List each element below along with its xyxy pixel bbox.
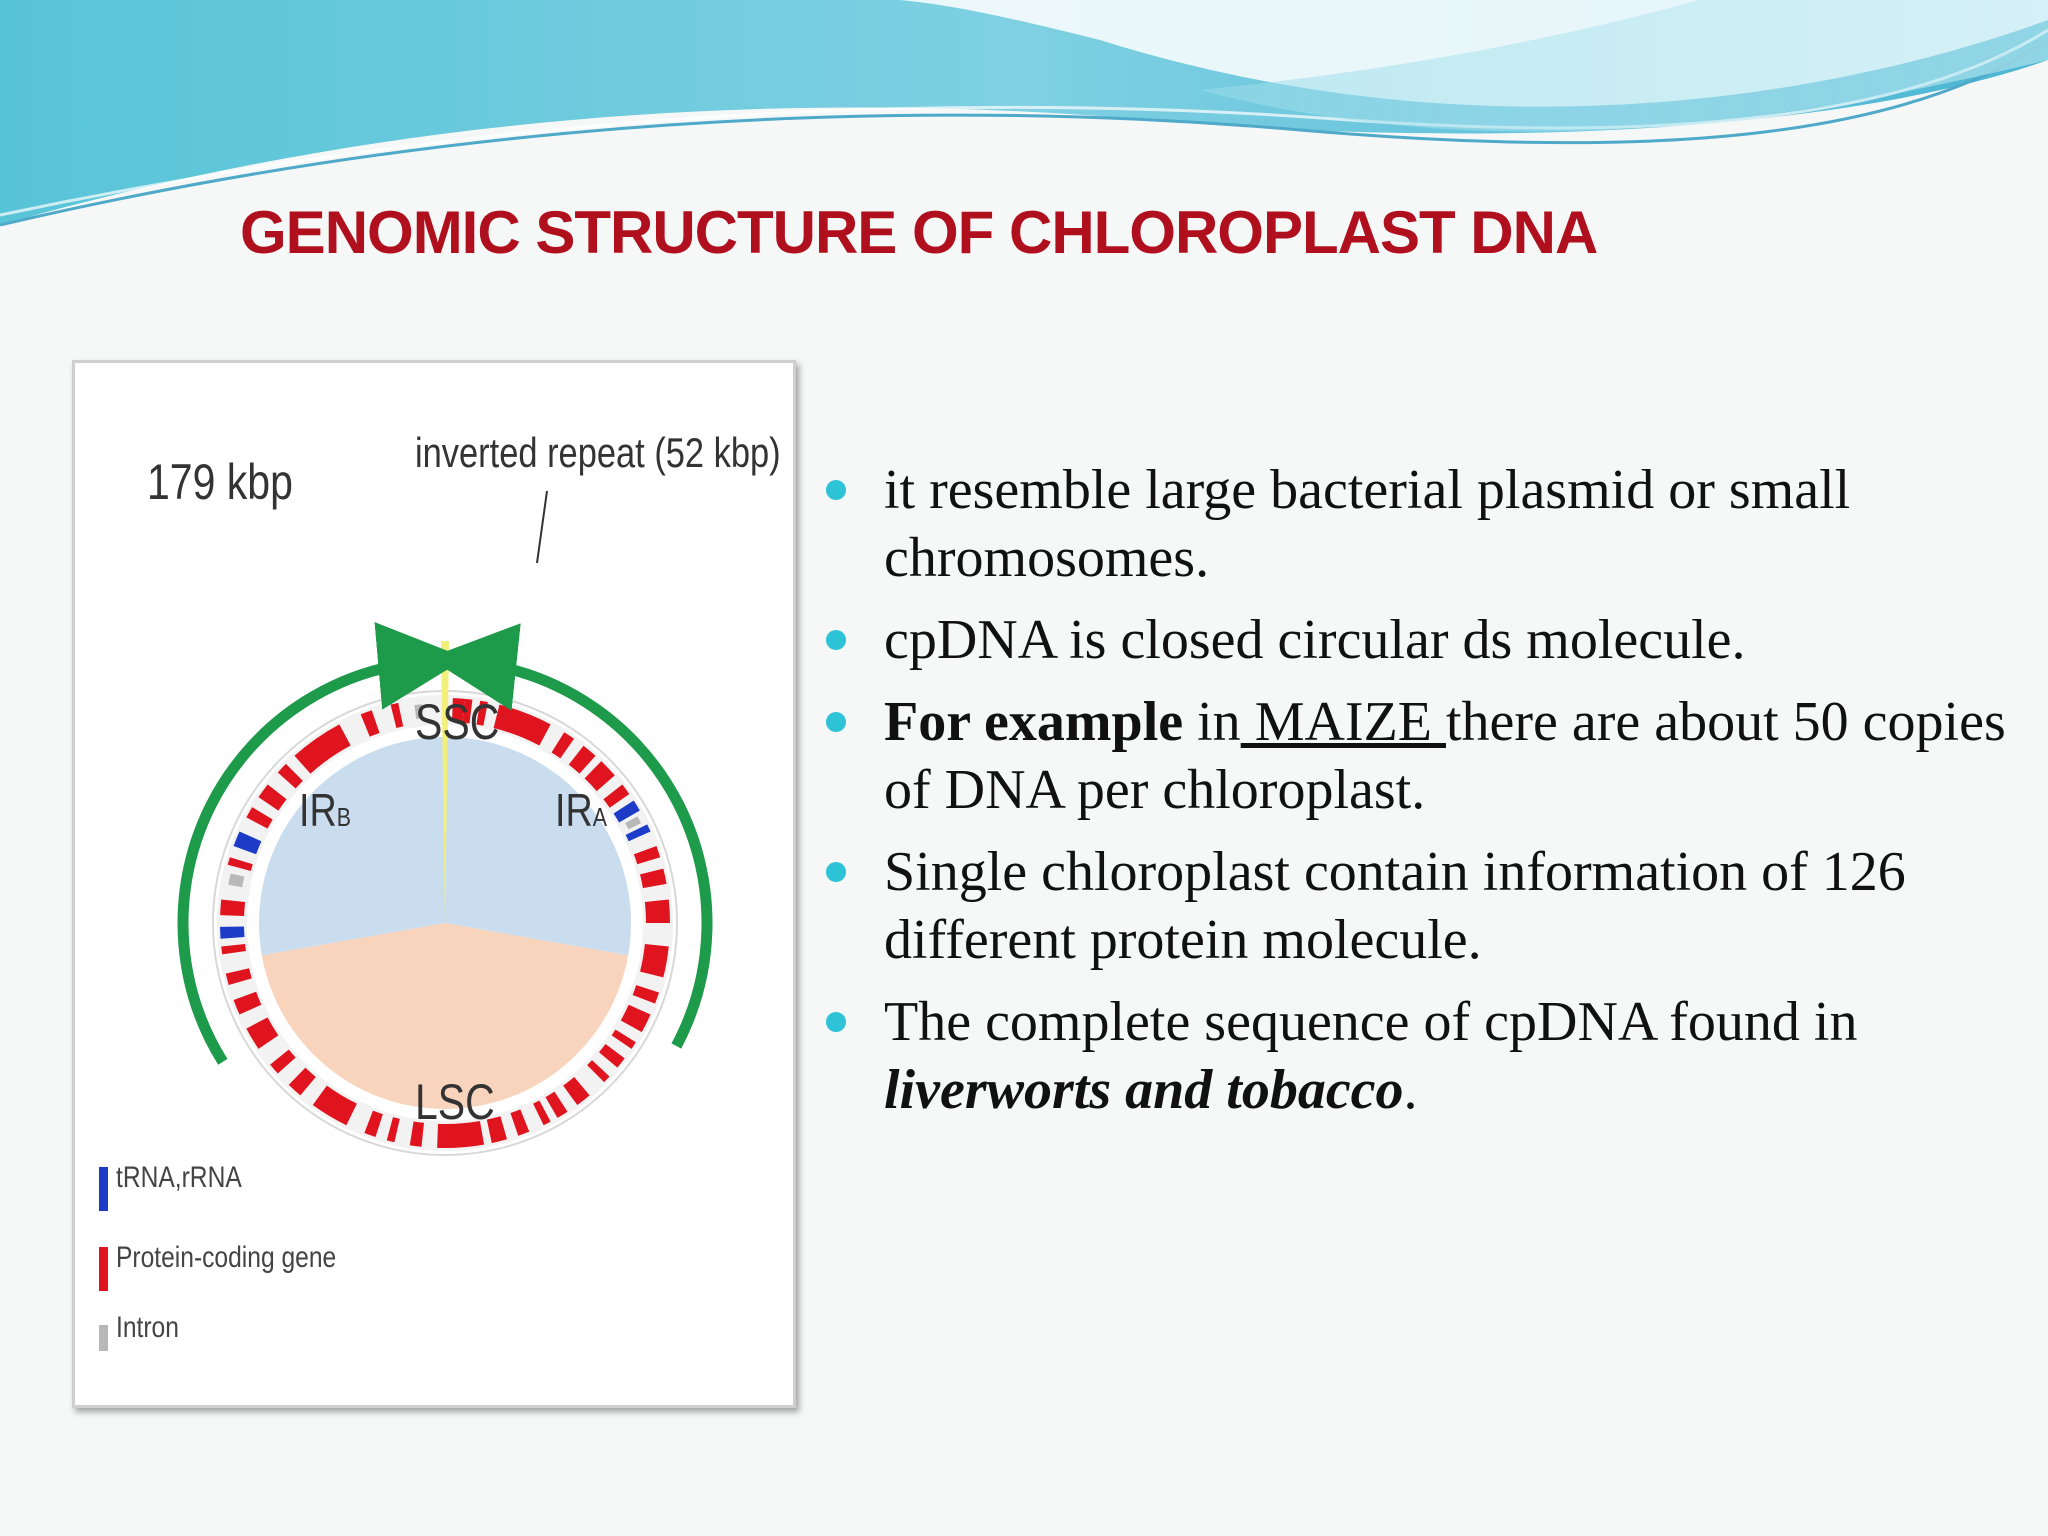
genome-size-label: 179 kbp: [147, 454, 293, 510]
bullet-item: cpDNA is closed circular ds molecule.: [826, 606, 2026, 674]
gene-mark: [220, 899, 246, 917]
bullet-icon: [826, 630, 846, 650]
legend-protein-coding: Protein-coding gene: [99, 1241, 385, 1291]
gene-mark: [227, 857, 253, 872]
bullet-icon: [826, 1012, 846, 1032]
genome-map-diagram: [177, 490, 713, 1156]
gene-mark: [603, 784, 630, 808]
gene-mark: [360, 710, 380, 737]
gene-mark: [625, 816, 642, 830]
gene-marks: [220, 698, 670, 1148]
maize-term: MAIZE: [1240, 691, 1446, 753]
gene-mark: [510, 1109, 530, 1136]
gene-mark: [625, 824, 651, 842]
ssc-label: SSC: [415, 694, 500, 750]
gene-mark: [545, 1091, 568, 1118]
gene-mark: [640, 868, 667, 889]
bullet-item: Single chloroplast contain information o…: [826, 838, 2026, 974]
bullet-item: it resemble large bacterial plasmid or s…: [826, 456, 2026, 592]
blue-bar-icon: [99, 1167, 108, 1211]
bullet-item: For example in MAIZE there are about 50 …: [826, 688, 2026, 824]
gene-mark: [288, 1067, 316, 1096]
gene-mark: [228, 873, 245, 888]
gene-mark: [409, 1121, 425, 1147]
gene-mark: [620, 1004, 651, 1033]
background-waves: [0, 0, 2048, 227]
gene-mark: [258, 784, 287, 811]
irb-label: IRB: [299, 784, 351, 836]
inverted-repeat-pointer: [536, 490, 548, 564]
gene-mark: [493, 704, 551, 746]
slide-title: GENOMIC STRUCTURE OF CHLOROPLAST DNA: [240, 199, 1598, 266]
gene-mark: [584, 761, 615, 792]
lsc-label: LSC: [415, 1074, 495, 1130]
gene-mark: [476, 700, 488, 726]
gene-mark: [277, 763, 303, 789]
gene-mark: [386, 1117, 400, 1143]
gene-mark: [233, 831, 262, 855]
legend-trna-rrna: tRNA,rRNA: [99, 1161, 269, 1211]
bullet-icon: [826, 712, 846, 732]
lsc-sector: [261, 923, 629, 1109]
gene-mark: [639, 943, 669, 978]
gene-mark: [437, 1120, 485, 1148]
gray-bar-icon: [99, 1325, 108, 1351]
gene-mark: [390, 702, 404, 728]
gene-mark: [632, 985, 659, 1004]
gene-mark: [225, 968, 252, 986]
gene-mark: [587, 1060, 610, 1083]
gene-mark: [270, 1049, 296, 1074]
gene-mark: [563, 1076, 590, 1106]
gene-mark: [312, 1085, 358, 1126]
ssc-boundary-marker: [441, 641, 449, 923]
gene-mark: [644, 899, 670, 924]
gene-mark: [414, 704, 424, 720]
red-bar-icon: [99, 1247, 108, 1291]
left-arrow: [177, 622, 466, 1065]
gene-mark: [233, 991, 262, 1015]
bullet-list: it resemble large bacterial plasmid or s…: [826, 456, 2026, 1138]
ira-label: IRA: [555, 784, 607, 836]
gene-mark: [533, 1100, 551, 1126]
chloroplast-genome-figure: 179 kbp inverted repeat (52 kbp) SSC IRB…: [72, 360, 796, 1408]
gene-mark: [364, 1110, 383, 1137]
gene-mark: [611, 1029, 636, 1049]
bullet-item: The complete sequence of cpDNA found in …: [826, 988, 2026, 1124]
inverted-repeat-label: inverted repeat (52 kbp): [415, 429, 781, 476]
gene-mark: [246, 1017, 279, 1049]
legend-intron: Intron: [99, 1311, 193, 1351]
gene-mark: [598, 1043, 625, 1068]
gene-mark: [613, 800, 640, 823]
gene-mark: [486, 1116, 508, 1144]
gene-mark: [633, 846, 661, 865]
gene-mark: [568, 745, 596, 774]
bullet-icon: [826, 480, 846, 500]
right-arrow: [428, 623, 713, 1049]
gene-mark: [551, 732, 575, 759]
gene-mark: [221, 943, 246, 955]
gene-mark: [294, 724, 351, 774]
bullet-icon: [826, 862, 846, 882]
gene-mark: [246, 807, 273, 829]
